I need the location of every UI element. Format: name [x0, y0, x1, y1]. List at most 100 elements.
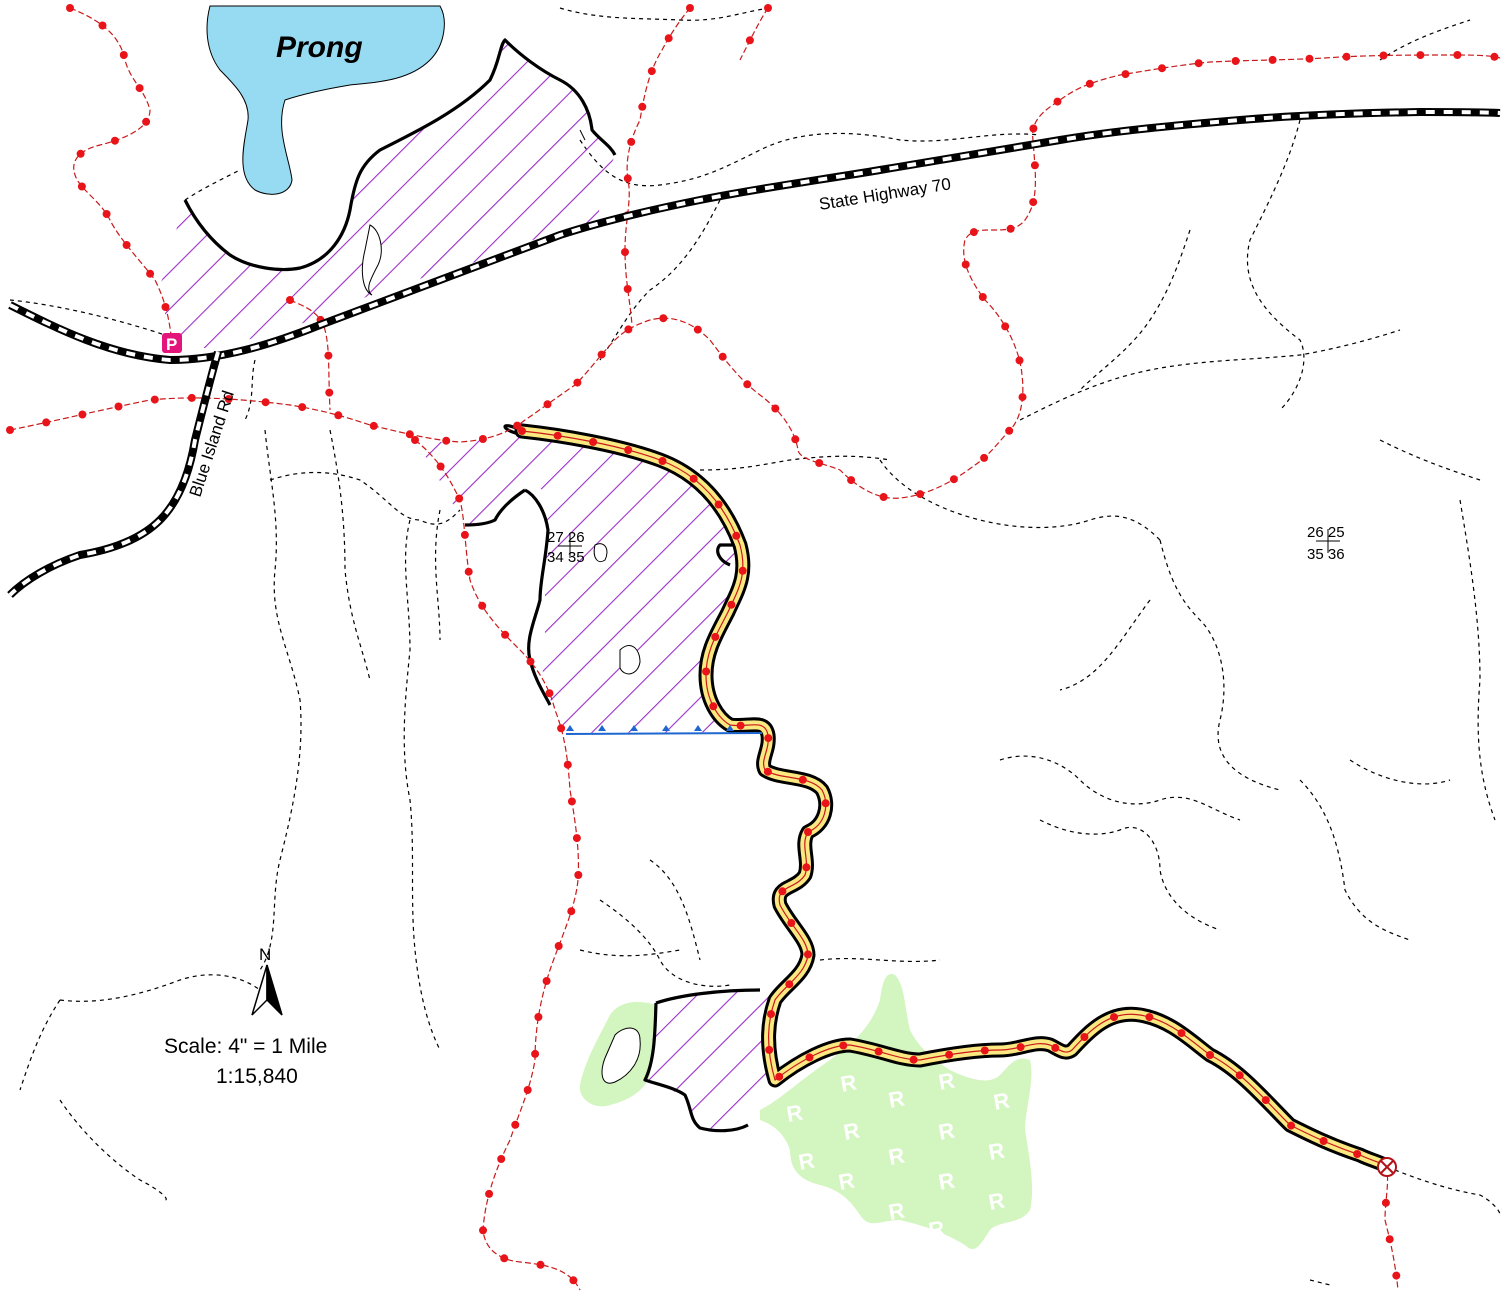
trail-dot: [554, 942, 563, 950]
trail-dot: [1016, 1043, 1025, 1052]
rest-symbol: R: [887, 1086, 907, 1113]
trail-dot: [709, 702, 718, 711]
trail-dot: [1006, 224, 1015, 233]
trail-dot: [78, 410, 87, 419]
trail-dot: [110, 136, 119, 145]
trail-dot: [119, 51, 128, 59]
trail-dot: [1268, 55, 1277, 64]
trail-dot: [543, 400, 552, 409]
trail-dot: [623, 285, 632, 293]
trail-dot: [569, 1276, 578, 1285]
scale-ratio: 1:15,840: [216, 1065, 298, 1088]
trail-dot: [286, 296, 294, 304]
trail-dot: [732, 531, 741, 540]
trail-dot: [597, 350, 606, 359]
trail-dot: [1001, 322, 1010, 331]
rest-symbol: R: [837, 1168, 857, 1195]
rest-symbol: R: [887, 1198, 907, 1225]
trail-dot: [42, 418, 51, 427]
trail-dot: [980, 1046, 989, 1055]
trail-dot: [146, 269, 155, 278]
trail-dot: [949, 475, 958, 484]
trail-dot: [693, 325, 702, 334]
trail-dot: [542, 977, 551, 985]
trail-dot: [142, 117, 151, 126]
trail-dot: [791, 435, 800, 444]
trail-dot: [1353, 1150, 1362, 1158]
trail-dot: [767, 1010, 775, 1019]
trail-dot: [557, 724, 566, 733]
trail-dot: [798, 775, 807, 784]
trail-dot: [1080, 1033, 1089, 1041]
trail-dot: [638, 102, 647, 111]
rest-symbol: R: [987, 1188, 1007, 1215]
parking-icon: P: [162, 333, 182, 354]
trail-dot: [1053, 97, 1062, 106]
trail-dot: [743, 380, 752, 389]
trail-dot: [764, 4, 772, 12]
rest-symbol: R: [937, 1168, 957, 1195]
trail-dot: [945, 1050, 954, 1059]
trail-dot: [261, 398, 270, 407]
trail-dot: [714, 500, 723, 509]
trail-dot: [1305, 54, 1314, 63]
trail-dot: [1177, 1029, 1186, 1038]
canoe-route-marker: [598, 725, 606, 731]
trail-dot: [686, 4, 694, 12]
trail-dot: [511, 1120, 520, 1129]
parking-symbol: P: [166, 335, 177, 354]
trail-dot: [324, 351, 333, 360]
trail-dot: [523, 1086, 532, 1094]
section-corner-top: 26 25: [1307, 524, 1345, 541]
trail-dot: [1030, 161, 1039, 170]
trail-dot: [821, 799, 830, 808]
trail-dot: [1158, 64, 1166, 73]
trail-dot: [1287, 1121, 1296, 1130]
boundaries: [183, 38, 761, 1133]
section-lines: [9, 7, 1501, 1286]
canoe-route-marker: [694, 725, 702, 731]
trail-dot: [501, 630, 510, 639]
trail-dot: [500, 1254, 509, 1263]
trail-dot: [785, 980, 794, 989]
trail-dot: [815, 459, 824, 467]
lake-label: Prong: [276, 31, 363, 64]
canoe-route-marker: [662, 725, 670, 731]
trail-dot: [553, 431, 562, 440]
hatched-areas: [160, 40, 775, 1130]
trail-dot: [513, 421, 522, 430]
canoe-route-marker: [630, 725, 638, 731]
trail-dot: [1005, 426, 1014, 435]
trail-dot: [1121, 70, 1130, 79]
trail-dot: [664, 34, 673, 43]
trail-dot: [802, 863, 811, 872]
canoe-route-marker: [726, 725, 734, 731]
rest-symbol: R: [992, 1088, 1012, 1115]
trail-dot: [1206, 1051, 1214, 1059]
trail-dot: [1453, 51, 1462, 59]
north-label: N: [259, 945, 271, 964]
trail-dot: [573, 378, 582, 387]
trail-dot: [369, 421, 378, 430]
trail-dot: [77, 182, 86, 191]
trail-dot: [478, 435, 487, 443]
trail-dot: [464, 567, 473, 576]
green-island: [601, 1027, 641, 1084]
trail-dot: [961, 260, 970, 269]
trail-dot: [1490, 52, 1499, 61]
trail-dot: [1416, 51, 1425, 60]
trail-dot: [442, 436, 451, 445]
trail-dot: [1319, 1137, 1328, 1145]
rest-symbol: R: [937, 1118, 957, 1145]
trail-dot: [1145, 1013, 1154, 1022]
trail-dot: [518, 427, 526, 435]
trail-dot: [1085, 79, 1094, 88]
trail-dot: [1051, 1043, 1060, 1052]
trail-dot: [589, 438, 598, 446]
section-corner-top: 27 26: [547, 529, 585, 546]
trail-dot: [1342, 52, 1351, 61]
north-arrow-icon: N: [251, 945, 283, 1016]
trail-dot: [778, 887, 787, 896]
trail-dot: [574, 871, 583, 879]
